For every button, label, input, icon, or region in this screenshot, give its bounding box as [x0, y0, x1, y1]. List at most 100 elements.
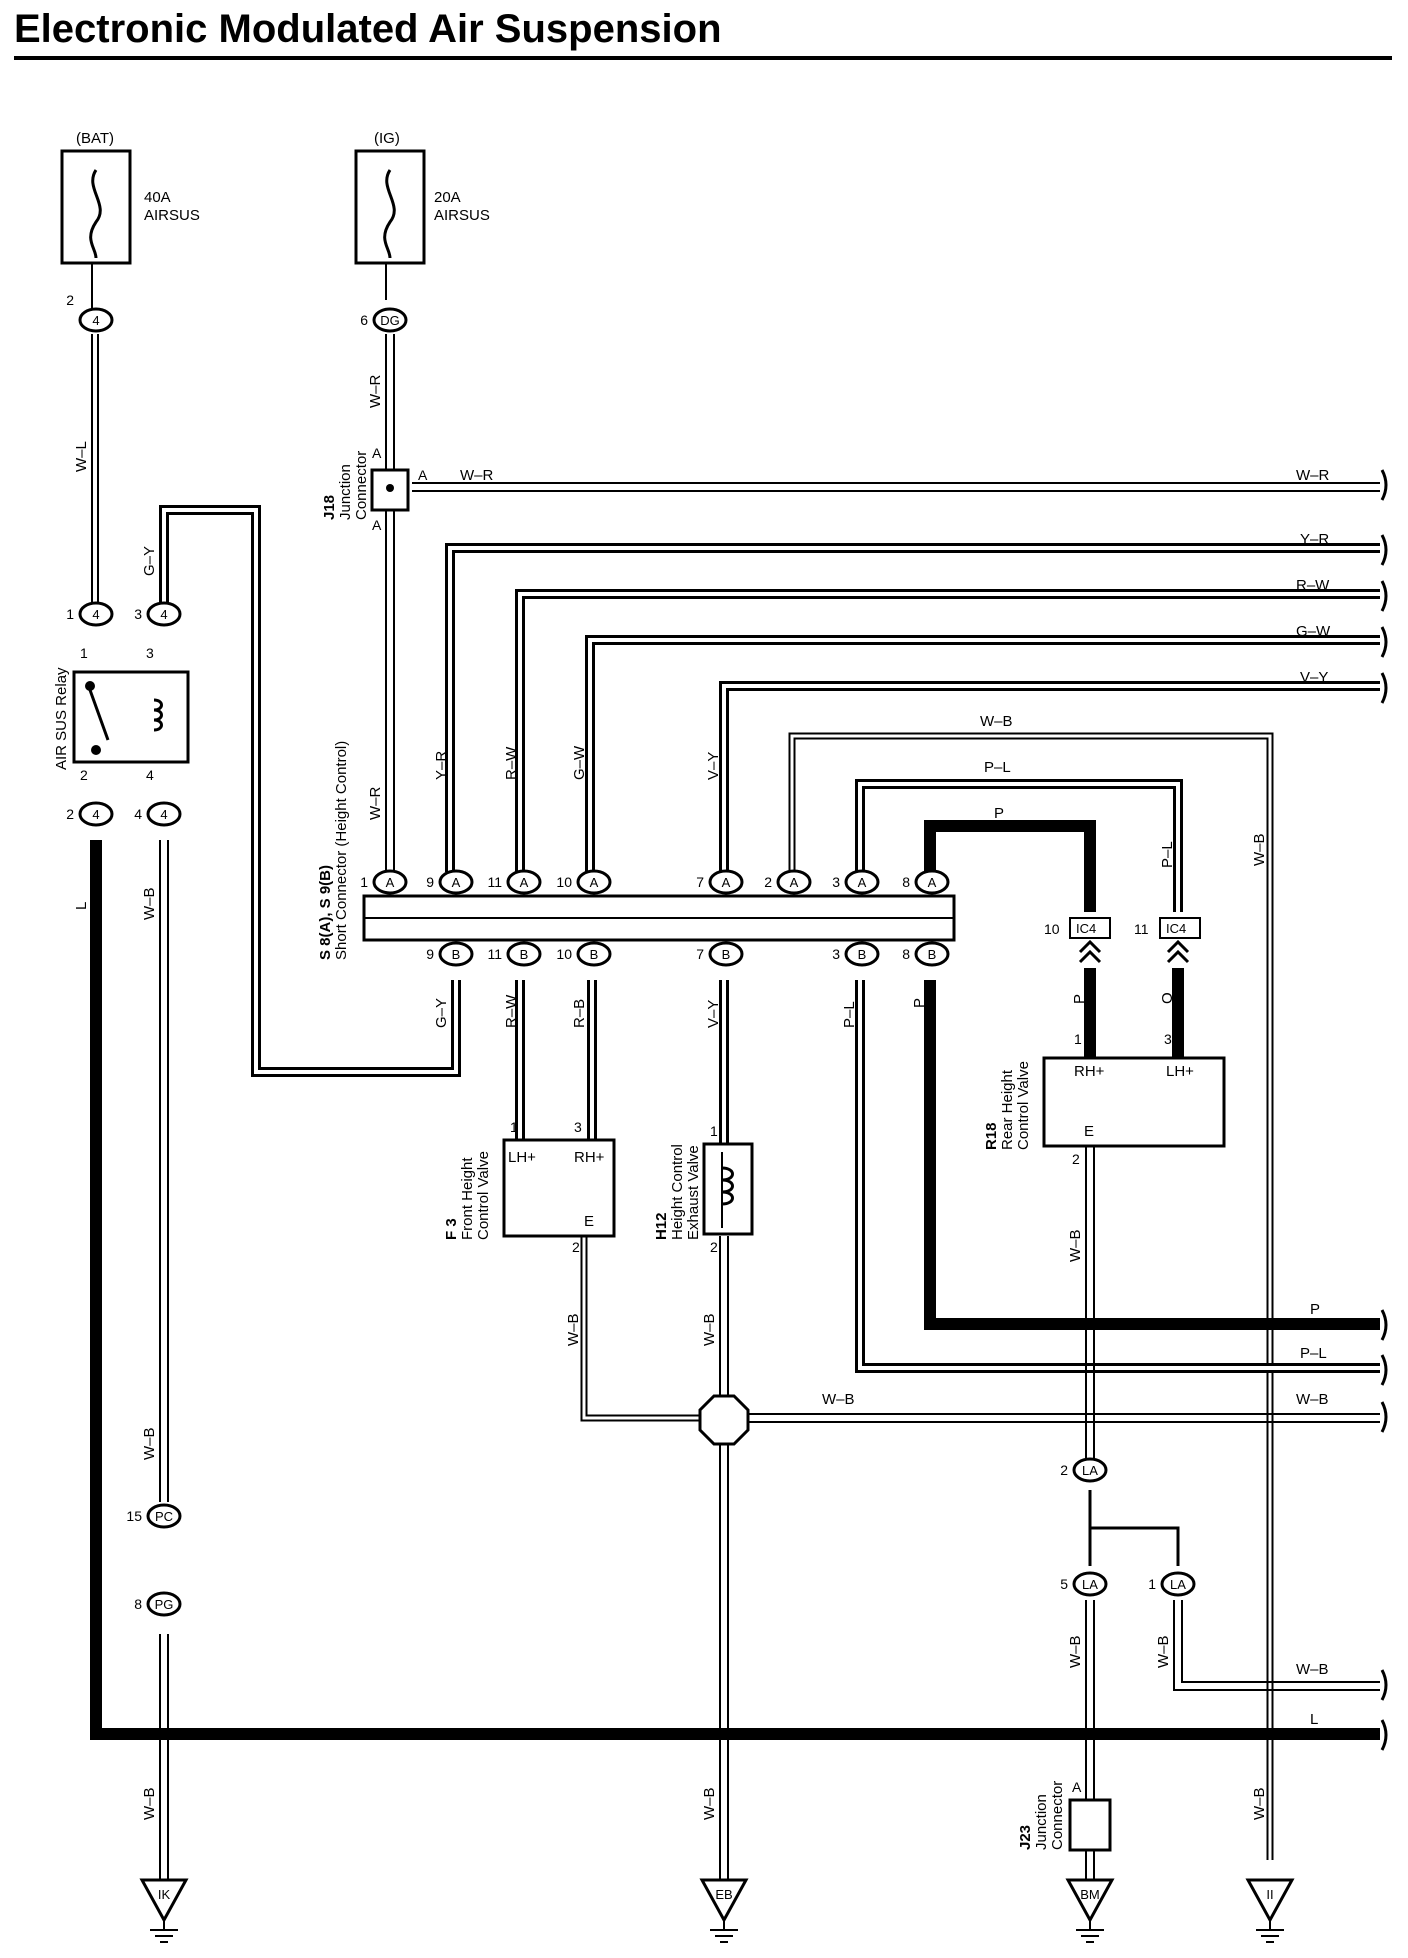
ground-splice — [698, 1394, 750, 1446]
svg-text:F 3: F 3 — [443, 1218, 460, 1240]
svg-text:A: A — [372, 445, 382, 461]
fuse-ig-source: (IG) — [374, 130, 400, 147]
svg-text:2: 2 — [80, 767, 88, 783]
connector-code: PC — [155, 1509, 173, 1524]
svg-text:IC4: IC4 — [1076, 921, 1096, 936]
svg-text:V–Y: V–Y — [1300, 669, 1328, 686]
wire-labels: W–L G–Y W–R W–R W–R Y–R R–W G–W V–Y W–B … — [73, 375, 1331, 1821]
connector-a — [844, 869, 880, 895]
svg-text:G–Y: G–Y — [433, 998, 450, 1028]
svg-text:LH+: LH+ — [1166, 1063, 1194, 1080]
connector-a — [708, 869, 744, 895]
svg-text:W–R: W–R — [1296, 467, 1330, 484]
svg-text:R18: R18 — [983, 1122, 1000, 1150]
svg-text:3: 3 — [1164, 1031, 1172, 1047]
pin-number: 8 — [134, 1596, 142, 1612]
connector-a — [372, 869, 408, 895]
connector-dg — [372, 307, 408, 333]
svg-text:A: A — [1072, 1779, 1082, 1795]
svg-text:RH+: RH+ — [1074, 1063, 1105, 1080]
svg-text:1: 1 — [80, 645, 88, 661]
pin-number: 2 — [1060, 1462, 1068, 1478]
junction-j18: A A A J18 Junction Connector — [321, 445, 428, 533]
connector-b — [914, 941, 950, 967]
svg-text:J23: J23 — [1017, 1825, 1034, 1850]
coil-icon — [153, 698, 163, 732]
earth-lines — [150, 1920, 178, 1943]
connector-code: B — [452, 947, 461, 962]
svg-text:3: 3 — [574, 1119, 582, 1135]
svg-text:Junction: Junction — [337, 464, 354, 520]
earth-lines — [1076, 1920, 1104, 1943]
connector-code: 4 — [160, 807, 167, 822]
svg-text:W–B: W–B — [822, 1391, 855, 1408]
connector-a — [438, 869, 474, 895]
svg-text:P–L: P–L — [1300, 1345, 1327, 1362]
pin-number: 10 — [556, 874, 572, 890]
svg-text:Short Connector (Height Contro: Short Connector (Height Control) — [333, 741, 350, 960]
pin-number: 2 — [66, 292, 74, 308]
svg-text:P: P — [1310, 1301, 1320, 1318]
pin-number: 3 — [832, 874, 840, 890]
fuse-bat-name: AIRSUS — [144, 207, 200, 224]
svg-text:Front Height: Front Height — [459, 1157, 476, 1240]
connector-code: A — [790, 875, 799, 890]
connector-la — [1072, 1457, 1108, 1483]
svg-text:Junction: Junction — [1033, 1794, 1050, 1850]
connector-code: B — [590, 947, 599, 962]
svg-text:W–B: W–B — [1251, 833, 1268, 866]
coil-icon — [721, 1166, 734, 1206]
pin-number: 10 — [556, 946, 572, 962]
pin-number: 11 — [487, 874, 502, 890]
pin-number: 3 — [832, 946, 840, 962]
svg-text:W–B: W–B — [1155, 1635, 1172, 1668]
svg-text:LH+: LH+ — [508, 1149, 536, 1166]
junction-j23: A J23 Junction Connector — [1017, 1779, 1112, 1852]
svg-text:G–W: G–W — [1296, 623, 1331, 640]
svg-text:Control Valve: Control Valve — [1015, 1061, 1032, 1150]
fuse-ig: (IG) 20A AIRSUS — [354, 130, 490, 265]
connector-code: 4 — [92, 807, 99, 822]
svg-text:3: 3 — [146, 645, 154, 661]
svg-text:V–Y: V–Y — [705, 1000, 722, 1028]
short-connector: S 8(A), S 9(B) Short Connector (Height C… — [317, 741, 956, 960]
connector-code: LA — [1082, 1463, 1098, 1478]
svg-text:4: 4 — [146, 767, 154, 783]
svg-text:R–W: R–W — [503, 746, 520, 780]
earth-lines — [1256, 1920, 1284, 1943]
svg-text:W–R: W–R — [367, 787, 384, 821]
connector-code: A — [858, 875, 867, 890]
svg-text:2: 2 — [572, 1239, 580, 1255]
svg-text:Exhaust Valve: Exhaust Valve — [685, 1145, 702, 1240]
connector-b — [576, 941, 612, 967]
svg-text:P–L: P–L — [841, 1001, 858, 1028]
svg-text:P–L: P–L — [1159, 841, 1176, 868]
fuse-bat: (BAT) 40A AIRSUS — [60, 130, 200, 265]
pin-number: 7 — [696, 874, 704, 890]
pin-number: 2 — [764, 874, 772, 890]
pin-number: 5 — [1060, 1576, 1068, 1592]
connector-code: A — [386, 875, 395, 890]
pin-number: 2 — [66, 806, 74, 822]
svg-text:P–L: P–L — [984, 759, 1011, 776]
svg-text:E: E — [1084, 1123, 1094, 1140]
pin-number: 9 — [426, 874, 434, 890]
svg-text:Y–R: Y–R — [433, 751, 450, 780]
connector-c4 — [78, 601, 114, 627]
pin-number: 3 — [134, 606, 142, 622]
connector-pg — [146, 1591, 182, 1617]
connector-code: B — [722, 947, 731, 962]
ground-label: II — [1266, 1887, 1273, 1902]
height-control-exhaust-valve: 1 2 H12 Height Control Exhaust Valve — [653, 1123, 754, 1255]
connector-code: 4 — [92, 607, 99, 622]
connector-c4 — [78, 801, 114, 827]
connector-code: A — [590, 875, 599, 890]
ground-icon — [1065, 1878, 1115, 1924]
pin-number: 7 — [696, 946, 704, 962]
svg-text:W–B: W–B — [1251, 1787, 1268, 1820]
pin-number: 6 — [360, 312, 368, 328]
connector-b — [506, 941, 542, 967]
pin-number: 15 — [126, 1508, 142, 1524]
